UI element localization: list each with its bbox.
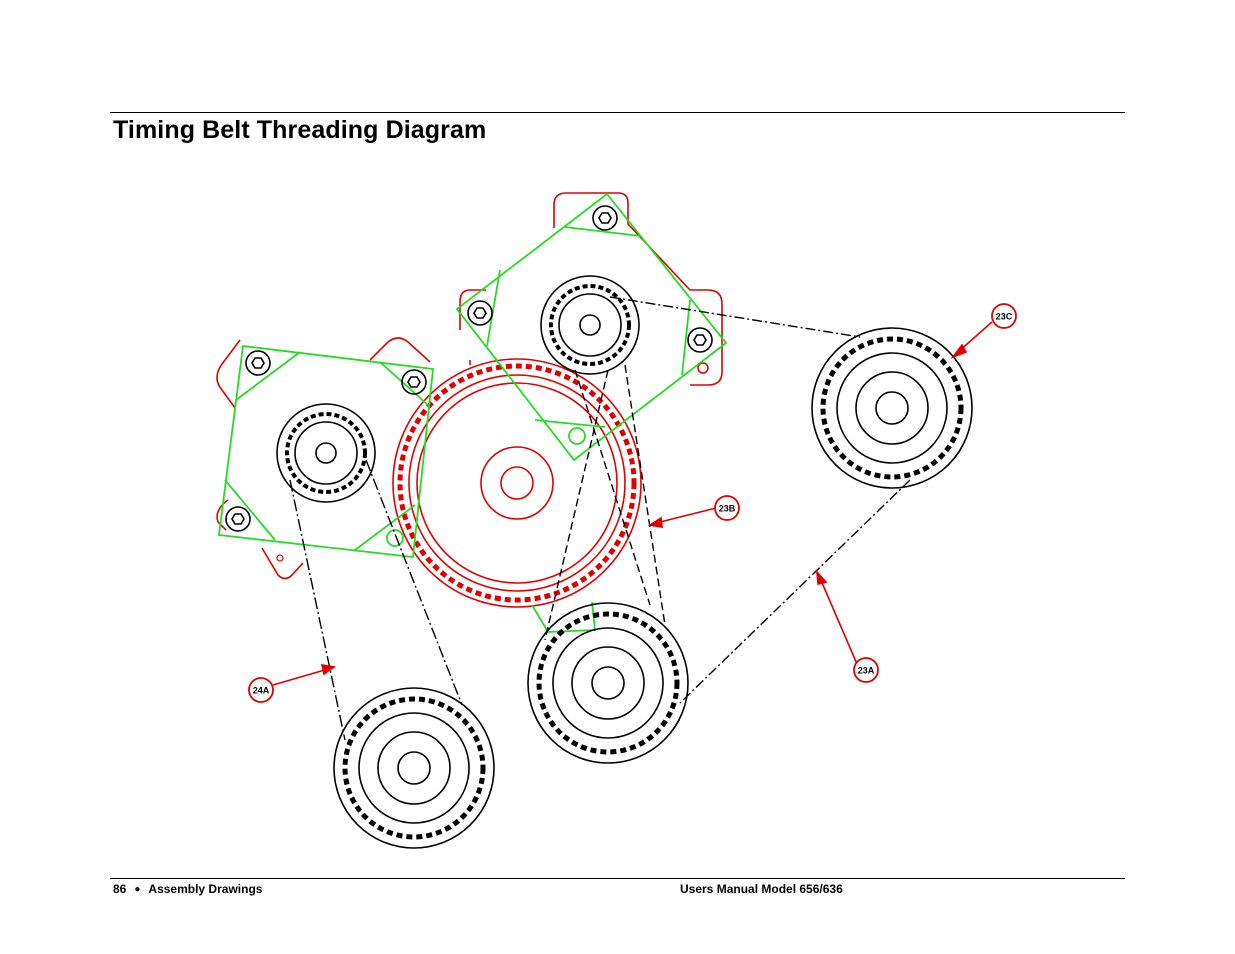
footer-rule bbox=[110, 878, 1125, 879]
pulley-24a bbox=[333, 687, 495, 849]
footer-left: 86 ● Assembly Drawings bbox=[113, 882, 262, 896]
hex-bolt bbox=[592, 205, 618, 231]
upper-bracket-hole bbox=[697, 362, 709, 374]
timing-belt-23c bbox=[609, 296, 911, 704]
left-bracket-outline bbox=[216, 337, 431, 580]
timing-belt-23a bbox=[544, 369, 609, 641]
callout-24a: 24A bbox=[248, 677, 274, 703]
left-bracket-hole bbox=[276, 554, 284, 562]
hex-bolt bbox=[467, 300, 493, 326]
hex-bolt bbox=[225, 506, 251, 532]
header-rule bbox=[110, 112, 1125, 113]
upper-bracket-outline bbox=[459, 192, 723, 386]
left-motor-plate bbox=[217, 344, 434, 558]
upper-motor-pulley bbox=[540, 275, 640, 375]
timing-belt-23b bbox=[574, 364, 666, 626]
callout-23a: 23A bbox=[853, 657, 879, 683]
callout-23b: 23B bbox=[714, 495, 740, 521]
left-motor-pulley bbox=[276, 403, 376, 503]
svg-text:24A: 24A bbox=[253, 686, 270, 696]
section-name: Assembly Drawings bbox=[148, 882, 263, 896]
page-number: 86 bbox=[113, 882, 127, 896]
belt-guide bbox=[531, 601, 596, 633]
callout-leaders bbox=[272, 321, 993, 686]
hex-bolt bbox=[245, 350, 271, 376]
svg-text:23C: 23C bbox=[996, 312, 1013, 322]
upper-motor-plate bbox=[455, 192, 728, 462]
pulley-23c bbox=[811, 327, 973, 489]
svg-text:23A: 23A bbox=[858, 666, 875, 676]
large-gear-23b bbox=[392, 358, 642, 608]
hex-bolt bbox=[401, 369, 427, 395]
manual-title: Users Manual Model 656/636 bbox=[680, 882, 843, 896]
timing-belt-24a bbox=[289, 459, 463, 741]
pulley-23a bbox=[527, 602, 689, 764]
callout-23c: 23C bbox=[991, 303, 1017, 329]
bullet-separator: ● bbox=[134, 884, 141, 895]
page-title: Timing Belt Threading Diagram bbox=[113, 116, 487, 144]
hex-bolt bbox=[687, 327, 713, 353]
svg-text:23B: 23B bbox=[719, 504, 736, 514]
